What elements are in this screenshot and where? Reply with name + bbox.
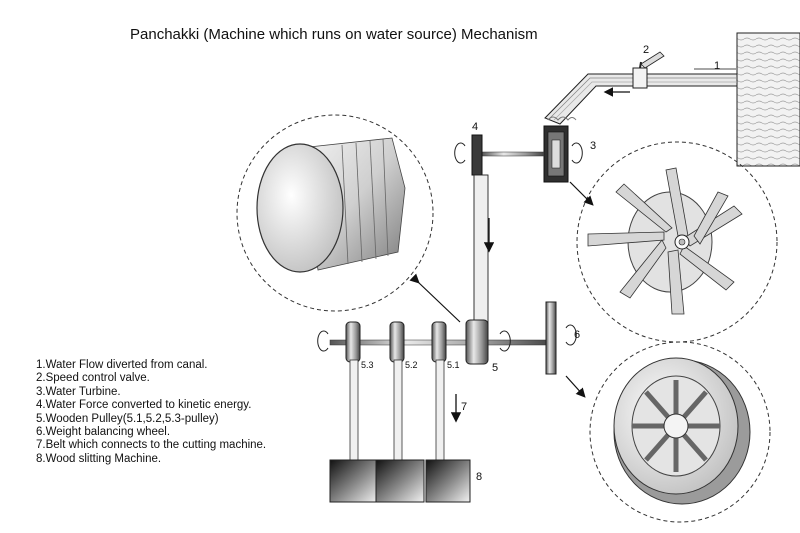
callout-5-1: 5.1 xyxy=(447,360,460,370)
legend-item-6: 6.Weight balancing wheel. xyxy=(36,426,171,439)
callout-8: 8 xyxy=(476,471,482,483)
legend-item-5: 5.Wooden Pulley(5.1,5.2,5.3-pulley) xyxy=(36,412,219,425)
water-canal xyxy=(544,68,738,125)
legend-item-1: 1.Water Flow diverted from canal. xyxy=(36,359,208,371)
wood-slitting-machines xyxy=(329,459,471,503)
callout-4: 4 xyxy=(472,121,478,133)
legend-item-8: 8.Wood slitting Machine. xyxy=(36,452,162,465)
callout-5-2: 5.2 xyxy=(405,360,418,370)
vertical-belt xyxy=(473,174,495,326)
callout-5: 5 xyxy=(492,362,498,374)
belts-to-machines xyxy=(349,359,462,461)
speed-control-valve xyxy=(632,51,665,89)
turbine-pointer-arrow xyxy=(569,181,594,206)
turbine-detail-circle xyxy=(569,141,778,343)
legend-item-3: 3.Water Turbine. xyxy=(36,385,121,398)
pulley-4 xyxy=(454,134,483,176)
callout-1: 1 xyxy=(714,60,720,72)
pulley-5 xyxy=(317,319,511,365)
callout-6: 6 xyxy=(574,329,580,341)
callout-3: 3 xyxy=(590,140,596,152)
legend: 1.Water Flow diverted from canal. 2.Spee… xyxy=(36,359,266,466)
legend-item-7: 7.Belt which connects to the cutting mac… xyxy=(36,439,267,452)
callout-5-3: 5.3 xyxy=(361,360,374,370)
balancing-wheel xyxy=(545,301,577,375)
pulley-5-3 xyxy=(345,321,361,363)
water-tank xyxy=(736,32,800,167)
legend-item-4: 4.Water Force converted to kinetic energ… xyxy=(36,399,252,412)
drum-pointer-arrow xyxy=(409,273,461,323)
legend-item-2: 2.Speed control valve. xyxy=(36,372,150,385)
wheel-pointer-arrow xyxy=(565,375,586,398)
pulley-5-1 xyxy=(431,321,447,363)
upper-shaft xyxy=(481,151,545,157)
callout-7: 7 xyxy=(461,401,467,413)
turbine-housing xyxy=(543,116,583,183)
diagram-title: Panchakki (Machine which runs on water s… xyxy=(130,26,538,43)
pulley-5-2 xyxy=(389,321,405,363)
callout-2: 2 xyxy=(643,44,649,56)
drum-detail-circle xyxy=(236,114,461,323)
wheel-detail-circle xyxy=(565,341,771,523)
